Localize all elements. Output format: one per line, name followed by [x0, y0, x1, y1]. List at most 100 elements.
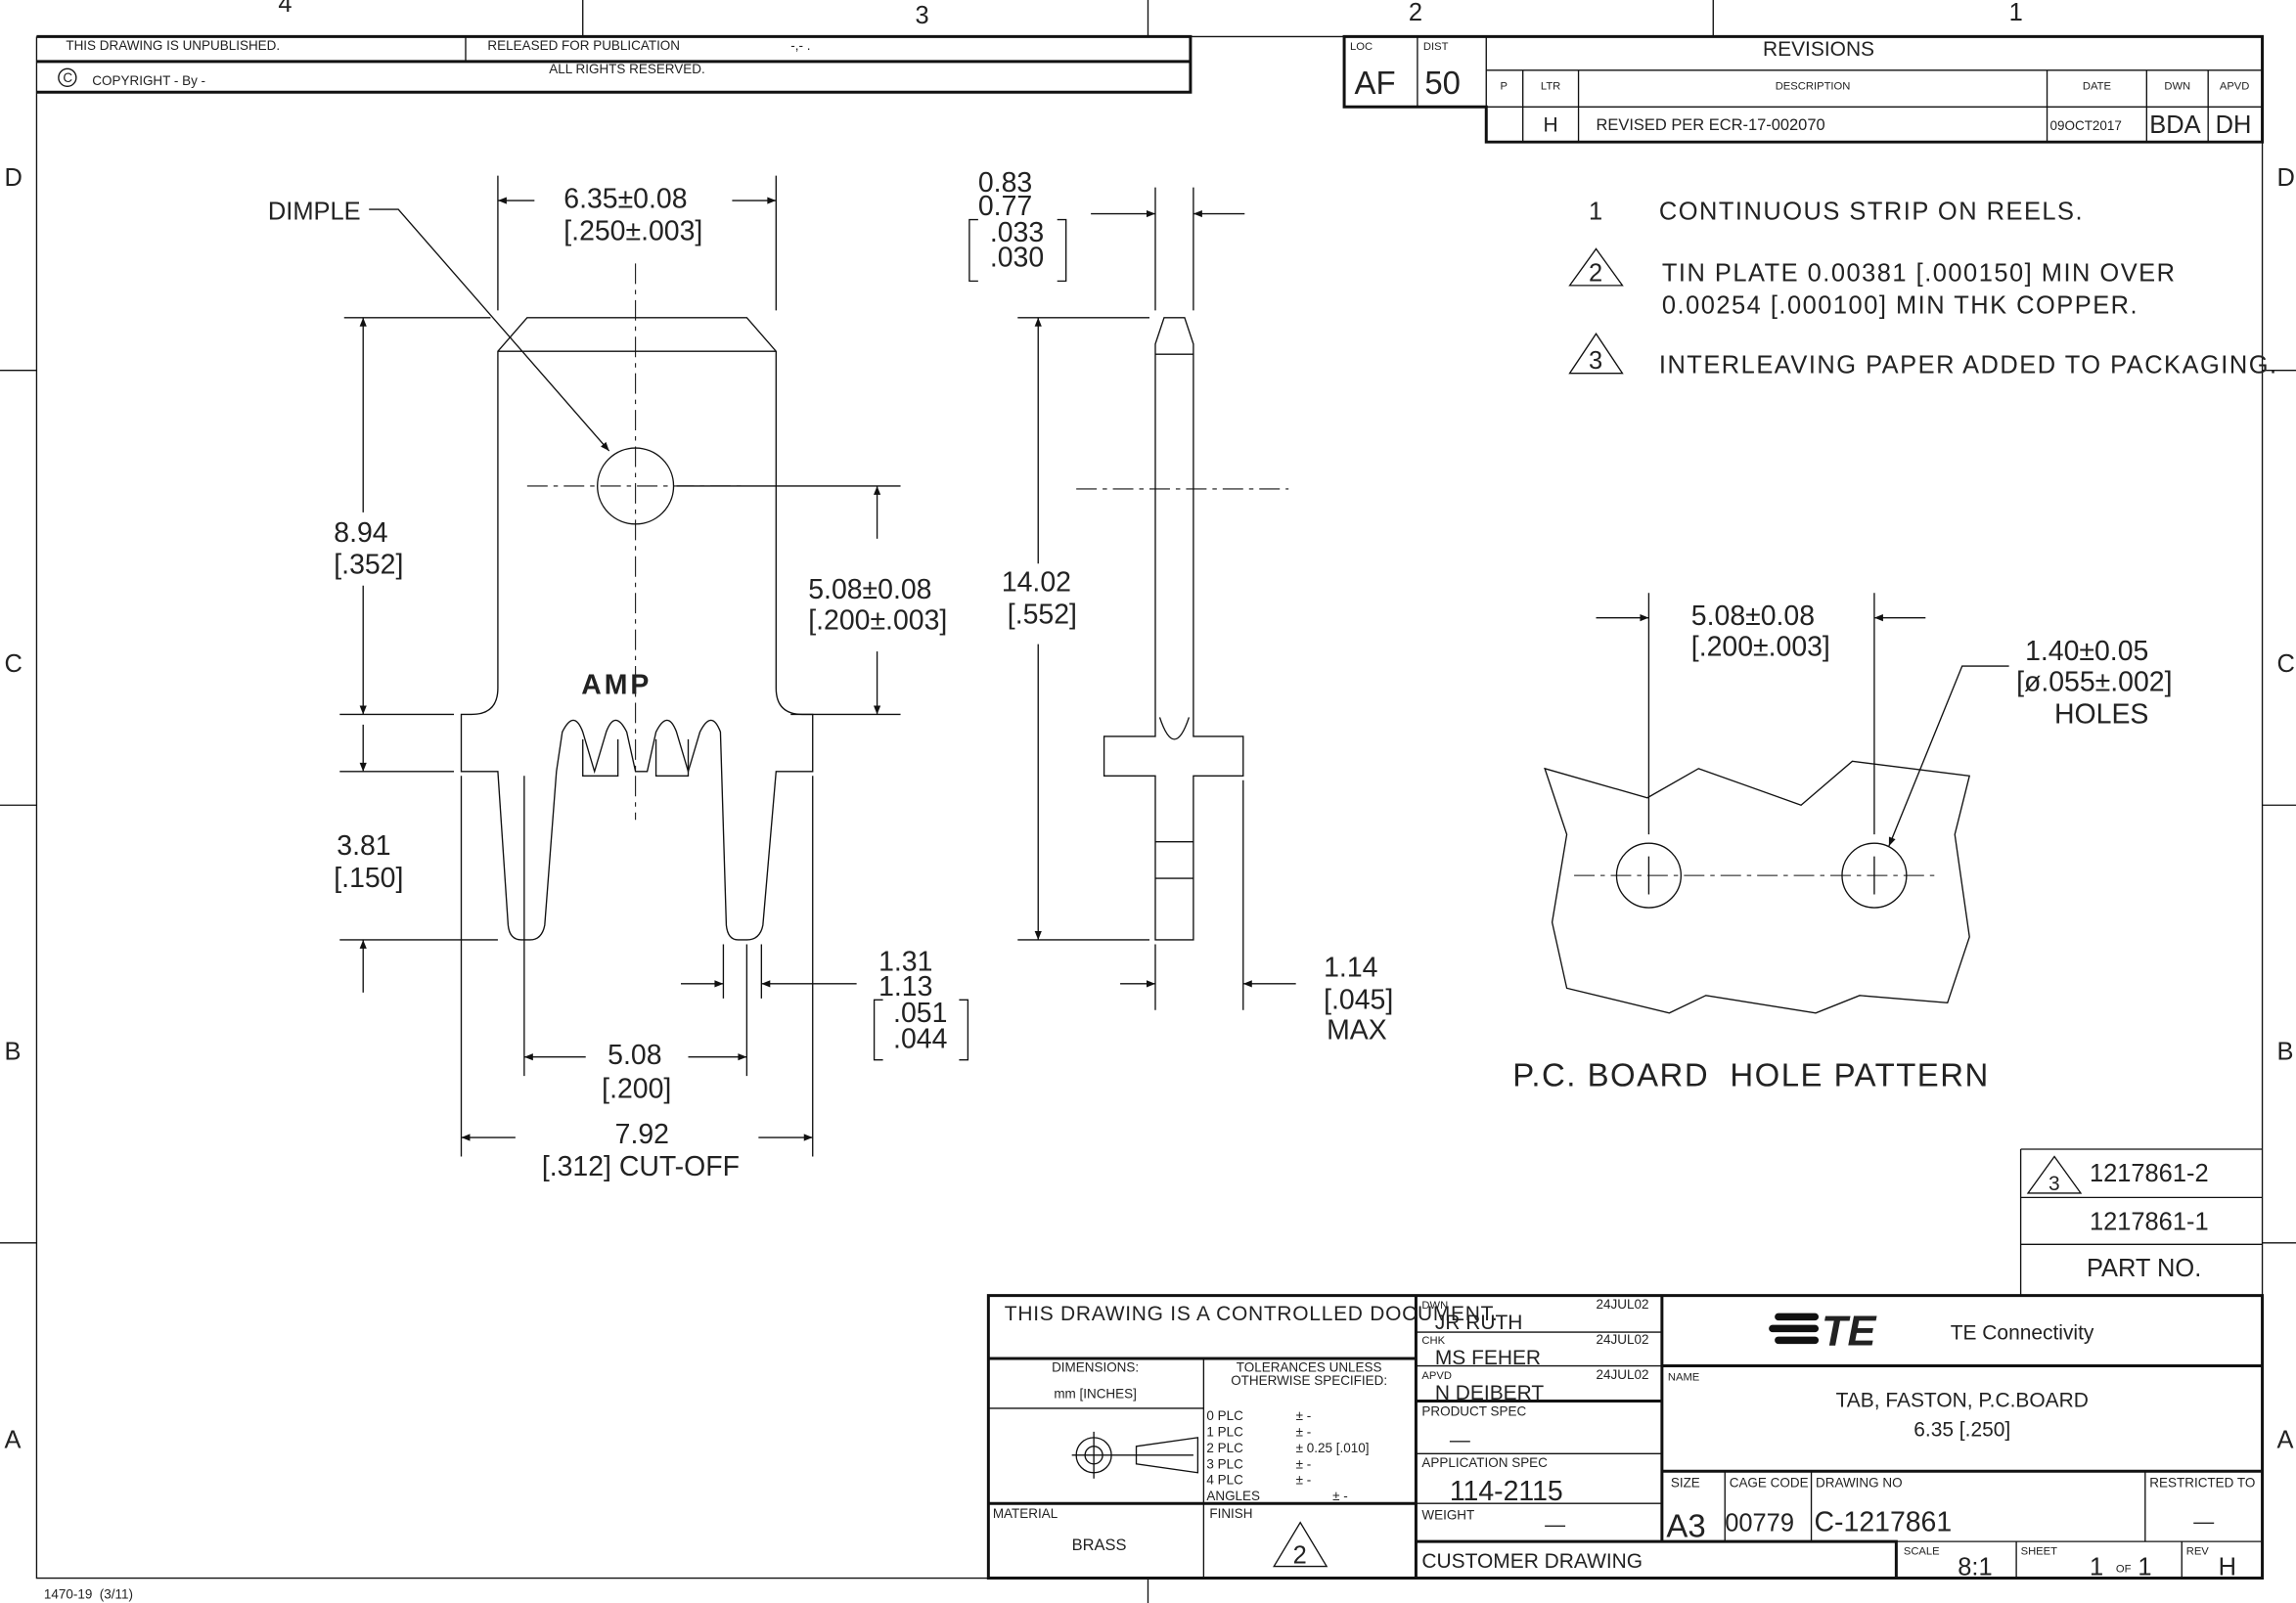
apvd-name: N DEIBERT: [1435, 1382, 1545, 1404]
note-number: 2: [1589, 259, 1602, 287]
notes: 1 CONTINUOUS STRIP ON REELS. 2 TIN PLATE…: [1568, 199, 2276, 379]
cage-code-value: 00779: [1725, 1510, 1794, 1537]
dim-text: 1.40±0.05: [2025, 636, 2148, 667]
tolerance-value: ± -: [1296, 1424, 1312, 1439]
dwn-date: 24JUL02: [1597, 1297, 1649, 1312]
customer-drawing-label: CUSTOMER DRAWING: [1421, 1550, 1643, 1573]
scale-value: 8:1: [1958, 1554, 1992, 1581]
flag-triangle-icon: [2026, 1155, 2083, 1194]
dim-text: [.312] CUT-OFF: [542, 1151, 740, 1182]
copyright-text: COPYRIGHT - By -: [92, 73, 205, 88]
dist-label: DIST: [1423, 41, 1449, 53]
rev-col-dwn: DWN: [2164, 80, 2190, 92]
revision-row: H REVISED PER ECR-17-002070 09OCT2017 BD…: [1544, 111, 2252, 139]
sheet-of: OF: [2116, 1564, 2132, 1576]
zone-label: 1: [2009, 0, 2023, 26]
dim-text: .044: [893, 1024, 947, 1055]
restricted-label: RESTRICTED TO: [2149, 1476, 2255, 1491]
front-view: AMP DIMPLE 6.35±0.08 [.250±.003] 8.94 [.…: [268, 175, 969, 1182]
pcb-hole-pattern: 5.08±0.08 [.200±.003] 1.40±0.05 [ø.055±.…: [1512, 593, 2172, 1093]
flag-triangle-icon: [1568, 247, 1624, 287]
unpublished-notice: THIS DRAWING IS UNPUBLISHED.: [66, 38, 280, 53]
tolerances-label: OTHERWISE SPECIFIED:: [1231, 1373, 1387, 1388]
rev-col-apvd: APVD: [2220, 80, 2250, 92]
zone-label: D: [2277, 164, 2295, 192]
tolerance-value: ± -: [1296, 1456, 1312, 1471]
product-spec-value: —: [1450, 1429, 1470, 1451]
tolerance-key: 2 PLC: [1206, 1441, 1243, 1455]
copyright-icon: [58, 67, 77, 87]
form-number: 1470-19 (3/11): [44, 1587, 133, 1602]
part-name-size: 6.35 [.250]: [1913, 1418, 2010, 1441]
restricted-value: —: [2193, 1511, 2214, 1534]
chk-date: 24JUL02: [1597, 1332, 1649, 1347]
note-number: 1: [1589, 199, 1602, 226]
publication-header: THIS DRAWING IS UNPUBLISHED. RELEASED FO…: [36, 34, 1193, 94]
dim-text: [ø.055±.002]: [2016, 666, 2172, 697]
tolerance-value: ± -: [1332, 1489, 1348, 1503]
dim-text: 6.35±0.08: [563, 184, 687, 215]
rev-date: 09OCT2017: [2050, 118, 2122, 133]
tolerance-key: ANGLES: [1206, 1489, 1260, 1503]
apvd-label: APVD: [1421, 1370, 1452, 1382]
dist-value: 50: [1424, 65, 1461, 101]
tolerance-key: 4 PLC: [1206, 1473, 1243, 1488]
dim-text: HOLES: [2054, 698, 2148, 730]
flag-triangle-icon: [1273, 1521, 1328, 1568]
note-number: 3: [1589, 347, 1602, 375]
third-angle-projection-icon: [1071, 1431, 1199, 1479]
dim-text: [.200±.003]: [1691, 632, 1830, 663]
rev-col-date: DATE: [2083, 80, 2111, 92]
rev-apvd: DH: [2216, 111, 2252, 139]
dim-text: .033: [990, 217, 1044, 248]
pcb-caption: P.C. BOARD HOLE PATTERN: [1512, 1057, 1990, 1093]
sheet-label: SHEET: [2021, 1546, 2058, 1558]
zone-label: 4: [278, 0, 292, 18]
dim-text: 1.14: [1324, 952, 1377, 983]
part-number: 1217861-2: [2090, 1160, 2209, 1187]
te-logo: TE: [1769, 1309, 1878, 1356]
finish-value: 2: [1293, 1542, 1307, 1570]
part-number-table: 3 1217861-2 1217861-1 PART NO.: [2019, 1148, 2263, 1296]
apvd-date: 24JUL02: [1597, 1367, 1649, 1382]
zone-label: D: [4, 164, 22, 192]
application-spec-label: APPLICATION SPEC: [1421, 1455, 1548, 1470]
dim-text: [.250±.003]: [563, 215, 702, 246]
note-text: CONTINUOUS STRIP ON REELS.: [1659, 199, 2084, 226]
dim-text: MAX: [1327, 1015, 1387, 1046]
copyright-symbol: C: [63, 70, 72, 85]
material-label: MATERIAL: [993, 1506, 1058, 1521]
side-outline: [1103, 317, 1244, 941]
dim-text: [.552]: [1008, 600, 1077, 631]
dim-text: 5.08±0.08: [1691, 601, 1815, 632]
zone-label: C: [2277, 650, 2295, 678]
tab-outline: [460, 317, 814, 941]
released-value: -,- .: [790, 38, 810, 53]
dim-text: [.150]: [334, 863, 403, 894]
zone-label: C: [4, 650, 22, 678]
sheet-number: 1: [2090, 1554, 2103, 1581]
product-spec-label: PRODUCT SPEC: [1421, 1403, 1526, 1418]
tolerance-value: ± 0.25 [.010]: [1296, 1441, 1370, 1455]
rev-flag: 3: [2048, 1173, 2060, 1195]
sheet-total: 1: [2138, 1554, 2151, 1581]
dim-text: [.200]: [602, 1074, 671, 1105]
note-text: 0.00254 [.000100] MIN THK COPPER.: [1662, 291, 2138, 319]
dim-text: 14.02: [1002, 567, 1071, 599]
size-value: A3: [1666, 1508, 1705, 1544]
dim-text: 5.08: [608, 1040, 661, 1071]
tolerance-key: 1 PLC: [1206, 1424, 1243, 1439]
zone-label: B: [2277, 1039, 2294, 1066]
rev-label: REV: [2186, 1546, 2210, 1558]
dim-text: .030: [990, 242, 1044, 273]
drawing-no-value: C-1217861: [1815, 1507, 1953, 1538]
revisions-title: REVISIONS: [1763, 38, 1874, 61]
application-spec-value: 114-2115: [1450, 1476, 1563, 1507]
rev-description: REVISED PER ECR-17-002070: [1597, 116, 1825, 134]
material-value: BRASS: [1072, 1536, 1127, 1554]
pcb-outline: [1544, 760, 1971, 1014]
name-label: NAME: [1668, 1371, 1699, 1383]
chk-label: CHK: [1421, 1335, 1445, 1347]
